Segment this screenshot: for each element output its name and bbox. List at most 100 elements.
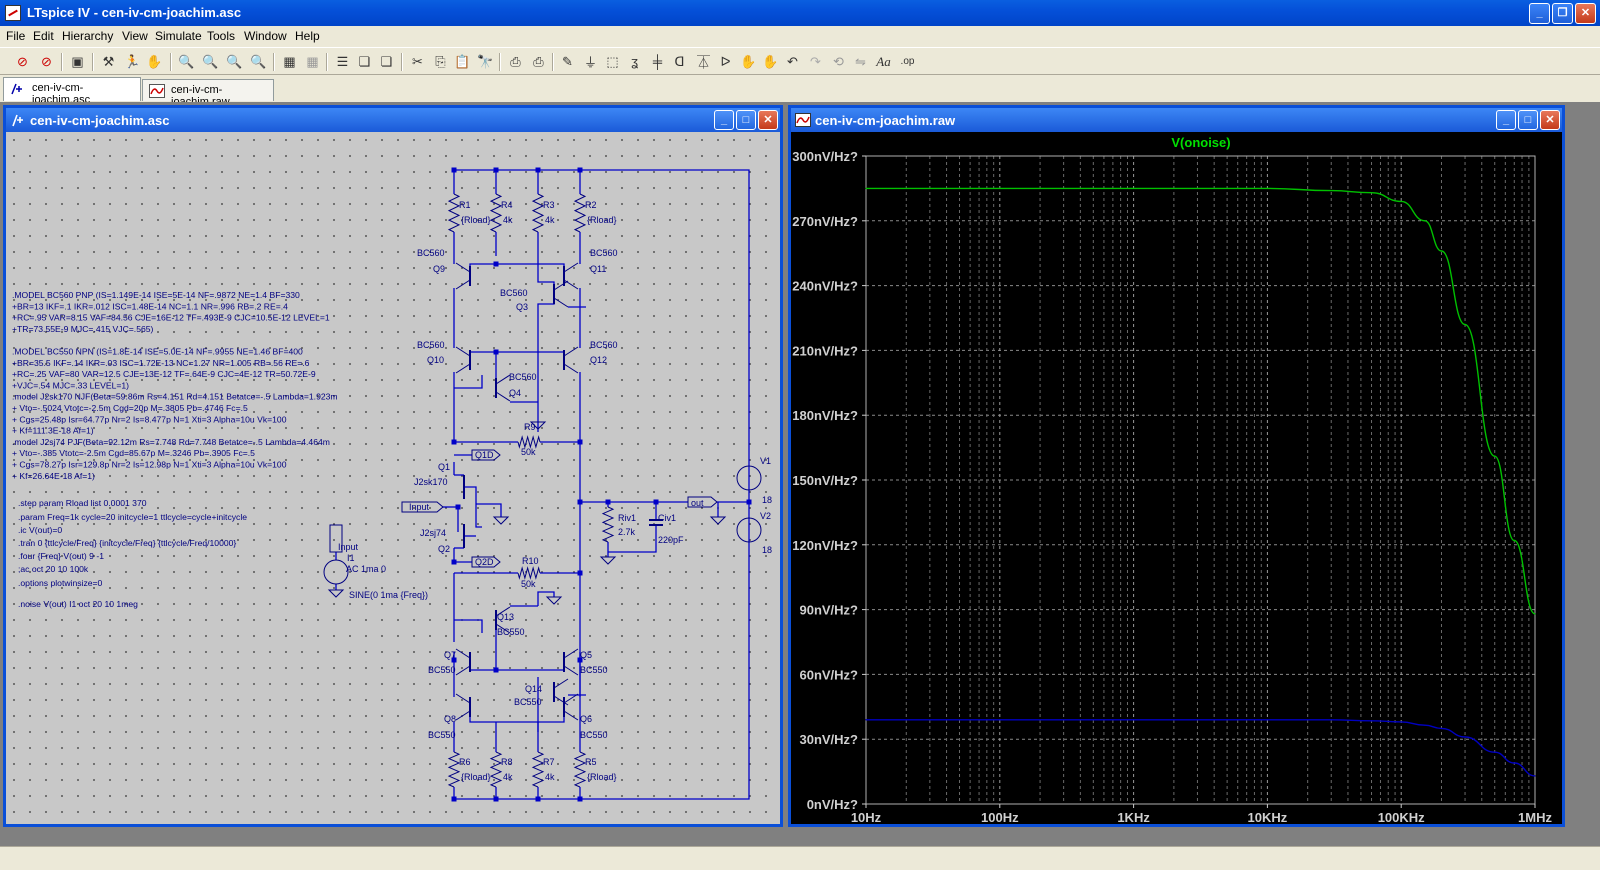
waveform-maximize-button[interactable]: □ <box>1518 110 1538 130</box>
label-q4: Q4 <box>509 388 521 398</box>
save-icon[interactable]: ▣ <box>71 53 84 69</box>
minimize-button[interactable]: _ <box>1529 3 1550 24</box>
waveform-plot-area[interactable]: 0nV/Hz?30nV/Hz?60nV/Hz?90nV/Hz?120nV/Hz?… <box>791 132 1562 827</box>
schematic-icon <box>11 83 22 95</box>
x-tick-label: 10Hz <box>851 810 882 825</box>
resistor <box>447 193 461 233</box>
ground-icon[interactable]: ⏚ <box>583 55 597 70</box>
autorange-icon[interactable]: ▦ <box>283 53 296 69</box>
waveform-icon <box>149 84 165 98</box>
undo-icon[interactable]: ↶ <box>787 53 798 69</box>
label-bc560d: BC560 <box>417 340 445 350</box>
halt-icon[interactable]: ✋ <box>146 53 163 69</box>
waveform-close-button[interactable]: ✕ <box>1540 110 1560 130</box>
label-i1sine: SINE(0 1ma {Freq}) <box>349 590 428 600</box>
data-point <box>1400 200 1402 202</box>
menu-file[interactable]: File <box>6 29 26 43</box>
run-icon[interactable]: 🏃 <box>124 53 141 69</box>
open-schematic-icon[interactable]: ⊘ <box>17 53 28 69</box>
junction <box>535 796 541 802</box>
waveform-title-bar[interactable]: cen-iv-cm-joachim.raw _ □ ✕ <box>791 108 1562 132</box>
menu-hierarchy[interactable]: Hierarchy <box>62 29 114 43</box>
component-icon[interactable]: ᐅ <box>720 53 731 69</box>
text-icon[interactable]: Aa <box>876 53 891 69</box>
junction <box>605 499 611 505</box>
menu-tools[interactable]: Tools <box>207 29 236 43</box>
window-title: LTspice IV - cen-iv-cm-joachim.asc <box>27 5 242 20</box>
tile-horizontal-icon[interactable]: ☰ <box>336 53 349 69</box>
open-icon[interactable]: ⊘ <box>41 53 52 69</box>
print-preview-icon[interactable]: ⎙ <box>510 53 521 69</box>
model-line: + Kf=26.64E-18 Af=1) <box>12 471 95 481</box>
noise-chart[interactable]: 0nV/Hz?30nV/Hz?60nV/Hz?90nV/Hz?120nV/Hz?… <box>791 132 1562 827</box>
menu-window[interactable]: Window <box>244 29 287 43</box>
restore-button[interactable]: ❐ <box>1552 3 1573 24</box>
label-net-icon[interactable]: ⬚ <box>606 53 619 69</box>
restore-icon: ❐ <box>1557 7 1568 19</box>
menu-simulate[interactable]: Simulate <box>155 29 202 43</box>
menu-help[interactable]: Help <box>295 29 320 43</box>
redo-icon[interactable]: ↷ <box>810 53 821 69</box>
chart-title[interactable]: V(onoise) <box>1171 135 1230 150</box>
schematic-title-bar[interactable]: cen-iv-cm-joachim.asc _ □ ✕ <box>6 108 780 132</box>
tab-schematic[interactable]: cen-iv-cm-joachim.asc <box>3 77 141 106</box>
data-point <box>999 719 1001 721</box>
tab-waveform[interactable]: cen-iv-cm-joachim.raw <box>142 79 274 108</box>
spice-directive: .ic V(out)=0 <box>18 525 62 535</box>
model-line: + Kf=111.3E-18 Af=1) <box>12 426 94 436</box>
zoom-fit-icon[interactable]: 🔍 <box>250 53 267 69</box>
resistor <box>517 435 541 449</box>
toolbar: ⊘ ⊘ ▣ ⚒ 🏃 ✋ 🔍 🔍 🔍 🔍 ▦ ▦ ☰ ❏ ❏ ✂ ⎘ 📋 🔭 ⎙ … <box>0 47 1600 75</box>
menu-view[interactable]: View <box>122 29 148 43</box>
drag-icon[interactable]: ✋ <box>762 53 779 69</box>
grid-icon[interactable]: ▦ <box>306 53 319 69</box>
label-bc550a: BC550 <box>497 627 525 637</box>
x-tick-label: 100KHz <box>1378 810 1425 825</box>
ltspice-app-icon[interactable] <box>5 5 21 21</box>
waveform-window: cen-iv-cm-joachim.raw _ □ ✕ 0nV/Hz?30nV/… <box>788 105 1565 827</box>
cut-icon[interactable]: ✂ <box>412 53 423 69</box>
npn-transistor <box>553 678 569 706</box>
schematic-canvas[interactable]: .MODEL BC560 PNP (IS=1.149E-14 ISE=5E-14… <box>6 132 780 824</box>
copy-icon[interactable]: ⎘ <box>435 53 446 69</box>
find-icon[interactable]: 🔭 <box>477 53 494 69</box>
menu-edit[interactable]: Edit <box>33 29 54 43</box>
control-panel-icon[interactable]: ⚒ <box>102 53 115 69</box>
paste-icon[interactable]: 📋 <box>454 53 471 69</box>
zoom-out-icon[interactable]: 🔍 <box>226 53 243 69</box>
wire-icon[interactable]: ✎ <box>562 53 573 69</box>
diode-icon[interactable]: ⏄ <box>696 55 710 70</box>
tile-vertical-icon[interactable]: ❏ <box>380 53 393 69</box>
x-tick-label: 1MHz <box>1518 810 1552 825</box>
schematic-minimize-button[interactable]: _ <box>714 110 734 130</box>
mirror-icon[interactable]: ⇋ <box>855 53 866 69</box>
ground-symbol <box>529 421 547 430</box>
toolbar-separator <box>499 53 501 71</box>
label-bc550f: BC550 <box>580 730 608 740</box>
plot-frame <box>865 155 1536 805</box>
label-i1: I1 <box>347 553 355 563</box>
x-tick-label: 100Hz <box>981 810 1019 825</box>
capacitor-icon[interactable]: ╪ <box>652 54 663 69</box>
print-icon[interactable]: ⎙ <box>533 53 544 69</box>
data-point <box>1513 539 1515 542</box>
rotate-icon[interactable]: ⟲ <box>833 53 844 69</box>
move-icon[interactable]: ✋ <box>740 53 757 69</box>
cascade-icon[interactable]: ❏ <box>358 53 371 69</box>
label-r7: R7 <box>543 757 555 767</box>
waveform-minimize-button[interactable]: _ <box>1496 110 1516 130</box>
data-point <box>1424 724 1426 726</box>
model-line: +VJC=.54 MJC=.33 LEVEL=1) <box>12 380 129 390</box>
resistor-icon[interactable]: ʓ <box>630 54 639 69</box>
zoom-in-icon[interactable]: 🔍 <box>178 53 195 69</box>
label-r1v: {Rload} <box>461 215 491 225</box>
schematic-maximize-button[interactable]: □ <box>736 110 756 130</box>
data-point <box>1266 719 1268 721</box>
spice-directive-icon[interactable]: .op <box>900 56 915 67</box>
model-line: +BR=35.5 IKF=.14 IKR=.03 ISC=1.72E-13 NC… <box>12 358 310 368</box>
inductor-icon[interactable]: ᗡ <box>674 53 685 69</box>
schematic-drawing[interactable]: .MODEL BC560 PNP (IS=1.149E-14 ISE=5E-14… <box>6 132 780 827</box>
schematic-close-button[interactable]: ✕ <box>758 110 778 130</box>
close-button[interactable]: ✕ <box>1575 3 1596 24</box>
pan-icon[interactable]: 🔍 <box>202 53 219 69</box>
